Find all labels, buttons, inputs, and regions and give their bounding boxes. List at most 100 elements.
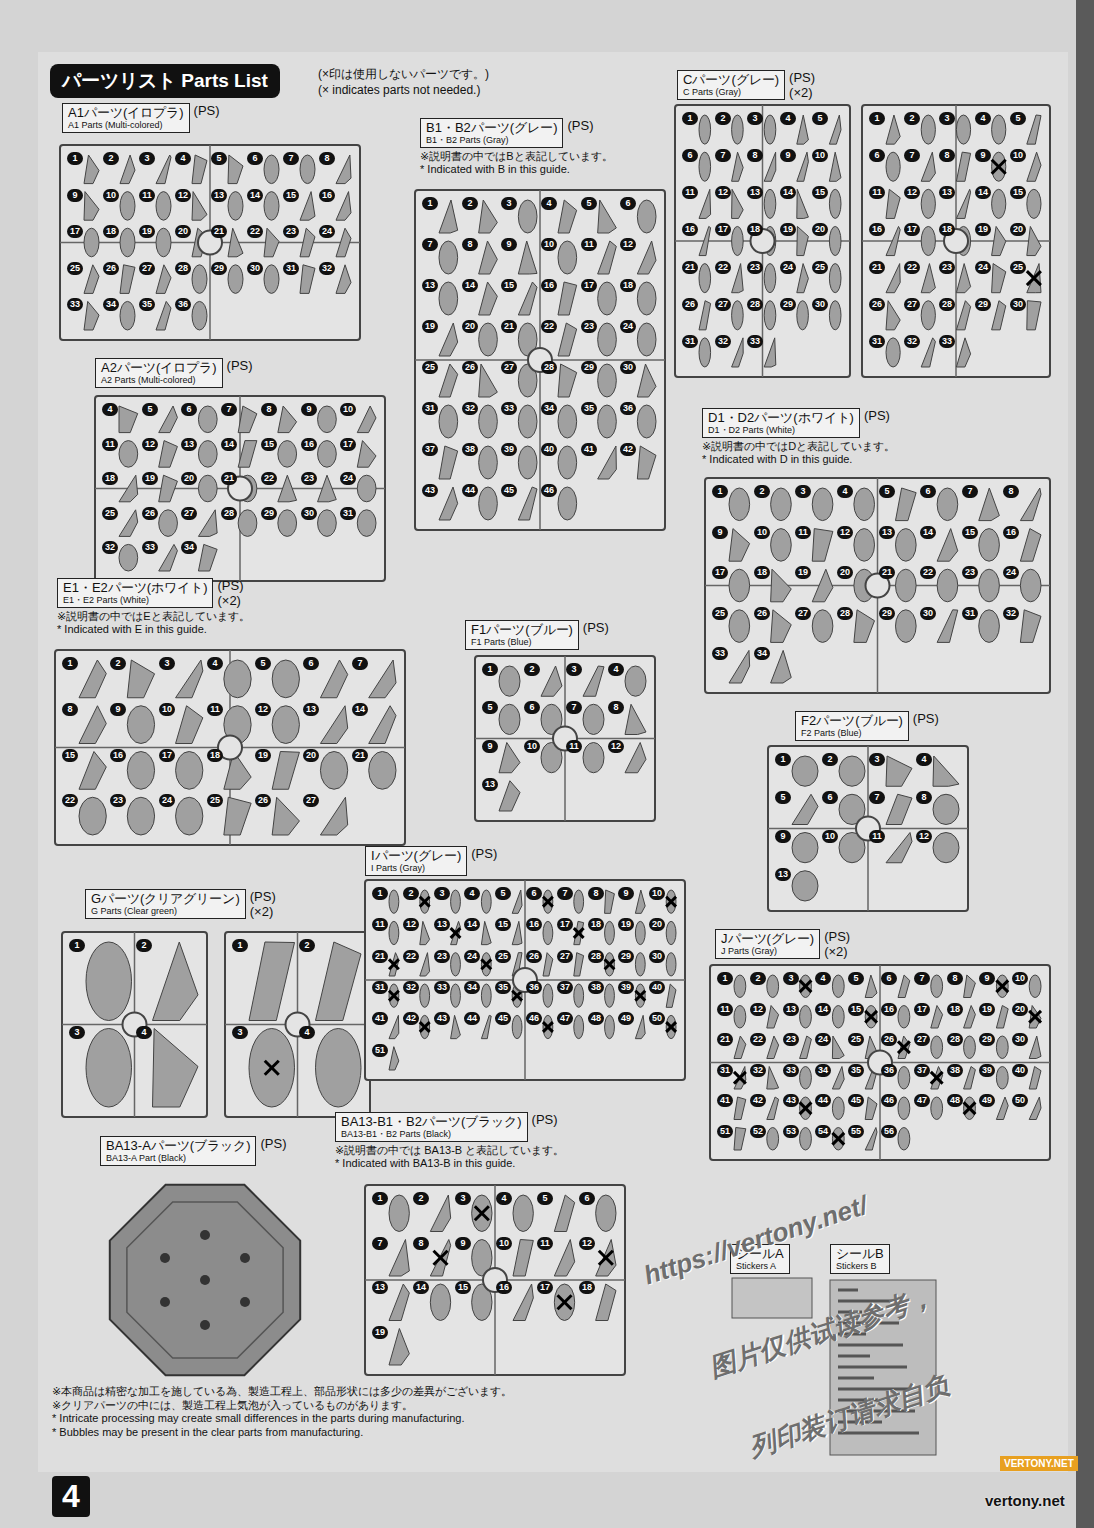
part-shape — [637, 446, 656, 479]
callout-number: 34 — [541, 402, 557, 415]
callout-number: 30 — [920, 607, 936, 620]
callout-number: 3 — [455, 1192, 471, 1205]
unused-mark — [635, 991, 645, 1001]
callout-number: 33 — [142, 541, 158, 554]
callout-number: 21 — [879, 566, 895, 579]
callout-number: 9 — [775, 830, 791, 843]
part-shape — [574, 921, 584, 944]
unused-mark — [389, 959, 399, 969]
legend-note: (× indicates parts not needed.) — [318, 83, 480, 97]
part-shape — [451, 984, 461, 1007]
part-shape — [992, 226, 1006, 255]
callout-number: 33 — [783, 1064, 799, 1077]
part-shape — [921, 115, 935, 144]
callout-number: 5 — [142, 403, 158, 416]
callout-number: 20 — [1010, 223, 1026, 236]
callout-number: 26 — [255, 794, 271, 807]
part-shape — [964, 1006, 976, 1029]
part-shape — [800, 975, 812, 998]
callout-number: 11 — [207, 703, 223, 716]
unused-mark — [475, 1206, 489, 1220]
watermark-badge: VERTONY.NET — [1000, 1456, 1078, 1471]
part-shape — [300, 155, 315, 184]
part-shape — [937, 529, 958, 562]
runner-frame — [862, 105, 1050, 377]
callout-number: 3 — [795, 485, 811, 498]
callout-number: 18 — [579, 1281, 595, 1294]
header-row: Cパーツ(グレー)C Parts (Gray)(PS)(×2) — [677, 70, 815, 100]
part-shape — [119, 544, 138, 571]
unused-mark — [512, 991, 522, 1001]
callout-number: 23 — [283, 225, 299, 238]
header-tag: (PS) — [194, 103, 220, 118]
unused-mark — [865, 1011, 877, 1023]
callout-number: 38 — [462, 443, 478, 456]
callout-number: 4 — [916, 753, 932, 766]
part-shape — [119, 441, 138, 468]
part-shape — [699, 115, 711, 144]
part-shape — [198, 441, 217, 468]
part-shape — [886, 756, 912, 786]
part-shape — [767, 1006, 779, 1029]
part-shape — [439, 405, 458, 438]
callout-number: 11 — [717, 1003, 733, 1016]
parts-header: Cパーツ(グレー)C Parts (Gray)(PS)(×2) — [677, 70, 815, 102]
part-shape — [886, 115, 900, 144]
part-shape — [238, 510, 257, 537]
part-shape — [625, 704, 646, 734]
part-shape — [605, 890, 615, 913]
part-shape — [596, 1284, 616, 1321]
unused-mark — [265, 1061, 279, 1075]
header-note: * Indicated with D in this guide. — [702, 453, 895, 466]
part-shape — [278, 510, 297, 537]
callout-number: 4 — [975, 112, 991, 125]
part-shape — [272, 752, 299, 790]
part-shape — [198, 510, 217, 537]
unused-mark — [996, 980, 1008, 992]
part-shape — [389, 984, 399, 1007]
part-shape — [420, 953, 430, 976]
callout-number: 33 — [939, 335, 955, 348]
part-shape — [192, 192, 207, 221]
parts-header: Gパーツ(クリアグリーン)G Parts (Clear green)(PS)(×… — [85, 889, 276, 921]
parts-header: F2パーツ(ブルー)F2 Parts (Blue)(PS) — [795, 711, 939, 743]
callout-number: 23 — [747, 261, 763, 274]
part-shape — [625, 666, 646, 696]
callout-number: 12 — [403, 918, 419, 931]
callout-number: 9 — [618, 887, 634, 900]
callout-number: 5 — [537, 1192, 553, 1205]
callout-number: 8 — [462, 238, 478, 251]
callout-number: 14 — [920, 526, 936, 539]
callout-number: 19 — [372, 1326, 388, 1339]
unused-mark — [574, 928, 584, 938]
part-shape — [637, 200, 656, 233]
part-shape — [992, 189, 1006, 218]
part-shape — [513, 1240, 533, 1277]
callout-number: 17 — [581, 279, 597, 292]
callout-number: 12 — [142, 438, 158, 451]
callout-number: 3 — [869, 753, 885, 766]
callout-number: 36 — [881, 1064, 897, 1077]
part-shape — [800, 1036, 812, 1059]
callout-number: 23 — [962, 566, 978, 579]
part-shape — [430, 1195, 450, 1232]
callout-number: 21 — [717, 1033, 733, 1046]
part-shape — [127, 660, 154, 698]
part-shape — [886, 189, 900, 218]
part-shape — [84, 192, 99, 221]
part-shape — [854, 488, 875, 521]
part-shape — [479, 446, 498, 479]
part-shape — [389, 1240, 409, 1277]
header-box: F2パーツ(ブルー)F2 Parts (Blue) — [795, 711, 909, 741]
part-shape — [921, 264, 935, 293]
callout-number: 13 — [372, 1281, 388, 1294]
part-shape — [451, 921, 461, 944]
part-shape — [734, 1097, 746, 1120]
unused-mark — [1027, 271, 1041, 285]
callout-number: 15 — [848, 1003, 864, 1016]
callout-number: 20 — [1012, 1003, 1028, 1016]
callout-number: 5 — [775, 791, 791, 804]
callout-number: 3 — [501, 197, 517, 210]
callout-number: 7 — [221, 403, 237, 416]
callout-number: 18 — [103, 225, 119, 238]
